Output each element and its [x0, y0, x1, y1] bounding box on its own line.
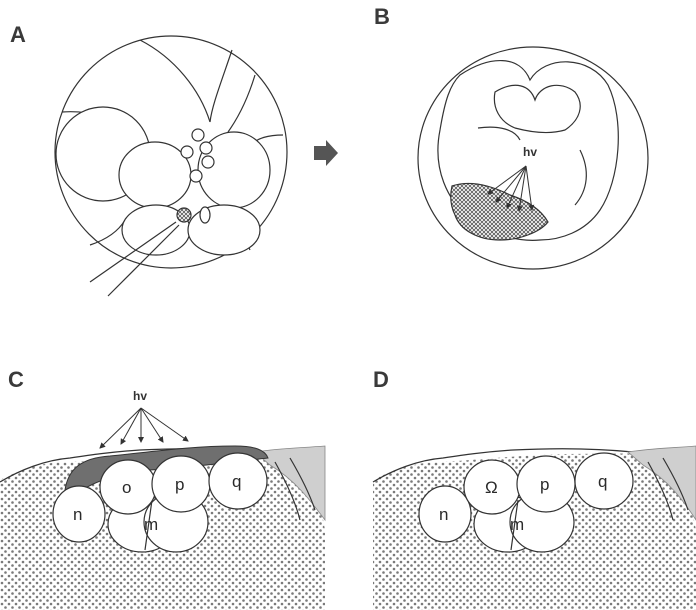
irradiated-region: [451, 183, 548, 240]
cell-n-label: n: [439, 505, 448, 524]
panel-d-letter: D: [373, 367, 389, 392]
embryo-b-boundary: [478, 127, 520, 140]
embryo-a-small-cell: [181, 146, 193, 158]
embryo-a-boundary: [140, 40, 210, 122]
light-label: hv: [523, 145, 537, 159]
cell-q-label: q: [232, 472, 241, 491]
light-label-c: hv: [133, 389, 147, 403]
panel-b-letter: B: [374, 4, 390, 29]
embryo-a-cell: [188, 205, 260, 255]
panel-a-letter: A: [10, 22, 26, 47]
cell-o-label: o: [122, 478, 131, 497]
light-ray: [488, 166, 526, 194]
embryo-a-small-cell: [202, 156, 214, 168]
light-ray: [141, 408, 163, 442]
arrow-icon: [314, 140, 338, 166]
embryo-a-small-cell: [192, 129, 204, 141]
embryo-a-small-cell: [200, 142, 212, 154]
panel-d: D n Ω p q m: [373, 367, 696, 610]
embryo-a-boundary: [90, 220, 125, 245]
embryo-a-small-cell: [190, 170, 202, 182]
panel-a: A: [10, 22, 287, 296]
injected-cell: [177, 208, 191, 222]
embryo-b-boundary: [575, 150, 586, 205]
cell-q-label: q: [598, 472, 607, 491]
cell-n-label: n: [73, 505, 82, 524]
light-ray: [141, 408, 188, 441]
cell-p-label: p: [540, 475, 549, 494]
panel-c: C n o p q m hv: [0, 367, 325, 610]
panel-c-letter: C: [8, 367, 24, 392]
embryo-b: hv: [418, 47, 648, 269]
embryo-a-cell-o: [200, 207, 210, 223]
embryo-a-cell: [119, 142, 191, 208]
panel-b: B hv: [374, 4, 648, 269]
light-ray: [121, 408, 141, 444]
embryo-a: [55, 36, 287, 296]
cell-m-label: m: [144, 515, 158, 534]
cell-p-label: p: [175, 475, 184, 494]
light-rays-c: [100, 408, 188, 448]
embryo-a-boundary: [210, 50, 232, 122]
light-ray: [100, 408, 141, 448]
cell-m-label: m: [510, 515, 524, 534]
cell-o-label: Ω: [485, 478, 498, 497]
embryo-b-central-cavity: [494, 85, 580, 132]
embryo-a-boundary: [228, 75, 255, 132]
